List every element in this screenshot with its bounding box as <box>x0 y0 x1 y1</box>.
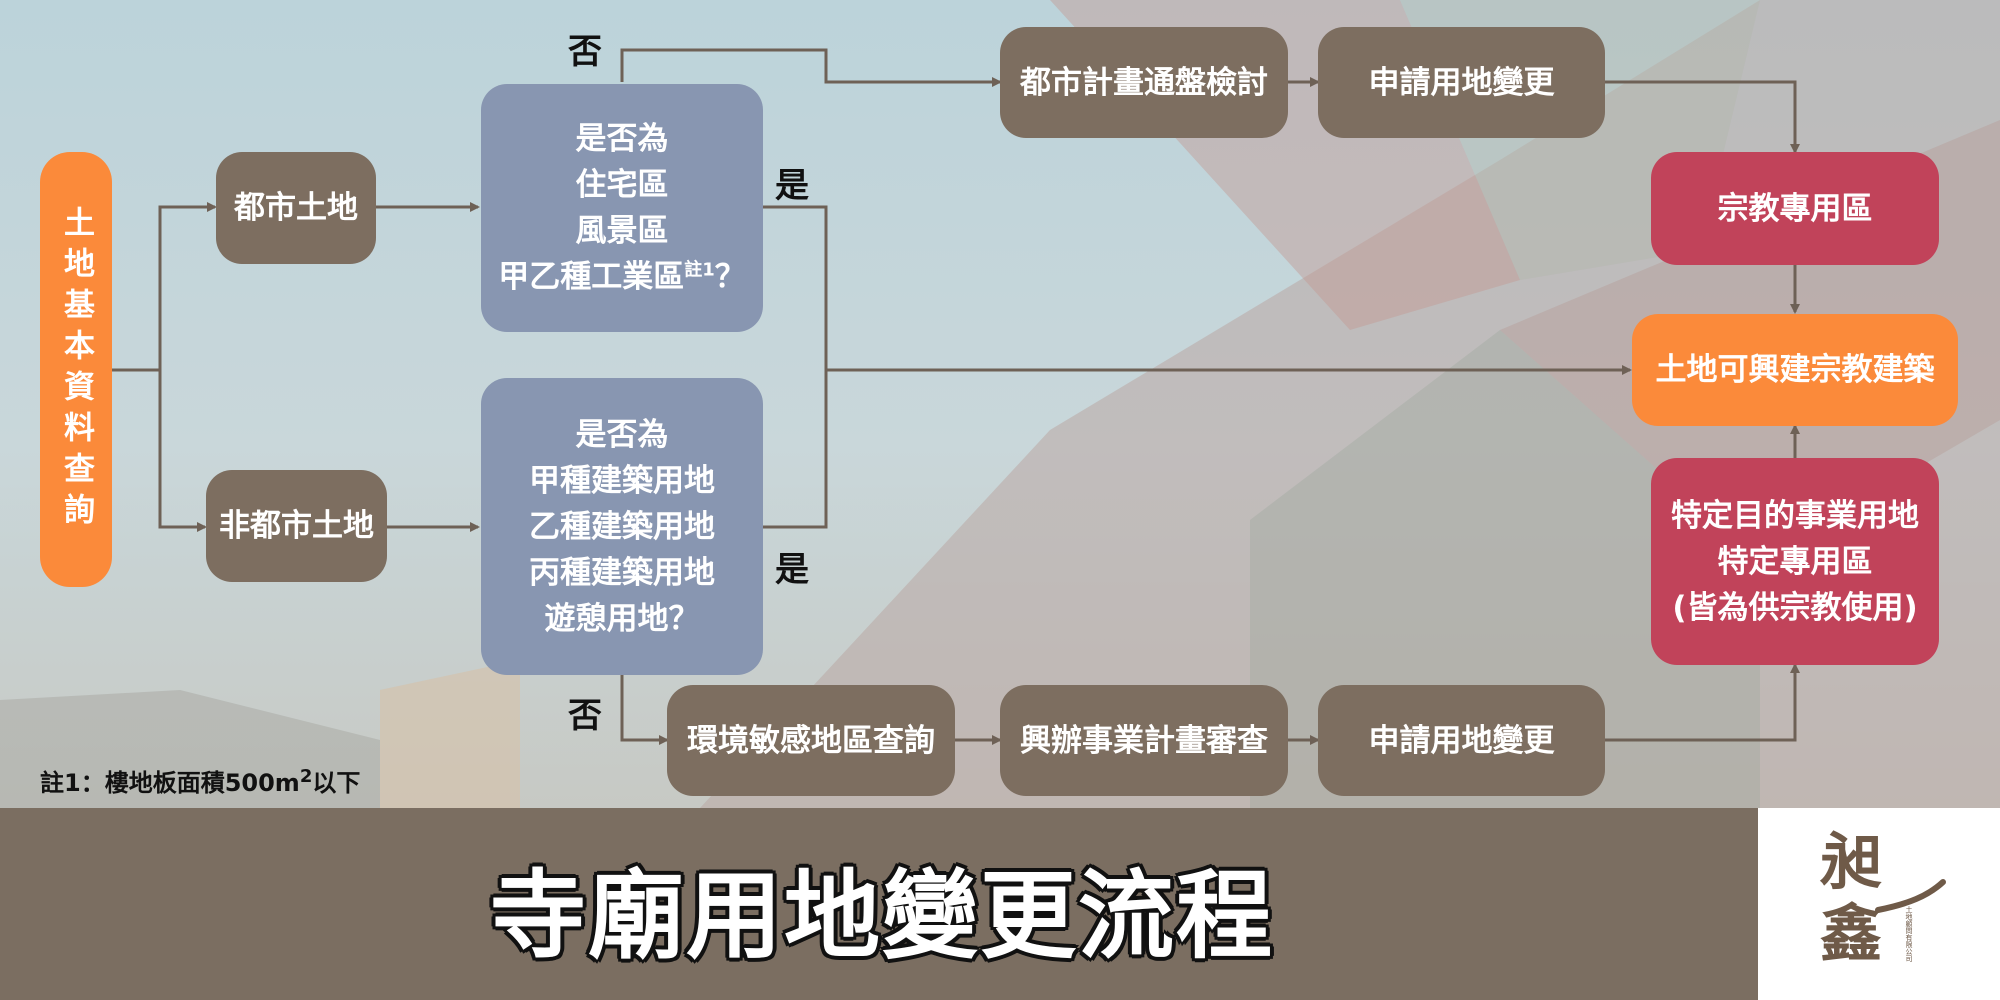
page-title: 寺廟用地變更流程 <box>490 860 1274 972</box>
footnote-text: 註1：樓地板面積500m <box>40 769 300 797</box>
node-land-query: 土地基本資料查詢 <box>40 152 112 587</box>
logo-chars: 昶鑫 <box>1819 825 1882 970</box>
arrow-apply-to-specific <box>1605 663 1800 742</box>
label-no-top: 否 <box>568 32 602 72</box>
node-business-plan-review: 興辦事業計畫審查 <box>1000 685 1288 796</box>
footnote: 註1：樓地板面積500m2以下 <box>40 763 360 798</box>
arrow-to-urban <box>158 202 217 370</box>
label-yes-top: 是 <box>775 166 809 206</box>
footnote-superscript: 2 <box>299 766 313 787</box>
footnote-suffix: 以下 <box>312 769 361 797</box>
node-env-sensitive-query: 環境敏感地區查詢 <box>667 685 955 796</box>
node-urban-plan-review: 都市計畫通盤檢討 <box>1000 27 1288 138</box>
question-mark: ？ <box>714 259 746 295</box>
node-urban-land: 都市土地 <box>216 152 376 264</box>
arrow-apply-to-religious <box>1605 80 1800 154</box>
node-non-urban-land: 非都市土地 <box>206 470 387 582</box>
flow-connectors <box>112 48 1800 745</box>
urban-question-zone: 甲乙種工業區 <box>498 259 685 295</box>
urban-question-line3: 風景區 <box>575 213 669 249</box>
urban-question-line1: 是否為 <box>575 121 669 157</box>
node-urban-question: 是否為 住宅區 風景區 甲乙種工業區註1？ <box>481 84 763 332</box>
arrow-no-top <box>620 48 1002 87</box>
label-yes-bottom: 是 <box>775 550 809 590</box>
node-non-urban-question: 是否為 甲種建築用地 乙種建築用地 丙種建築用地 遊憩用地？ <box>481 378 763 675</box>
urban-question-line2: 住宅區 <box>575 167 669 203</box>
node-religious-zone: 宗教專用區 <box>1651 152 1939 265</box>
arrow-no-bottom <box>620 675 669 745</box>
label-no-bottom: 否 <box>568 696 602 736</box>
arrow-to-non-urban <box>158 370 207 532</box>
logo-subtitle: 土地顧問有限公司 <box>1905 906 1913 962</box>
logo-brush-stroke <box>1875 879 1946 913</box>
node-can-build: 土地可興建宗教建築 <box>1632 314 1958 426</box>
node-apply-change-top: 申請用地變更 <box>1318 27 1605 138</box>
note-mark: 註1 <box>684 259 715 281</box>
company-logo: 昶鑫 土地顧問有限公司 <box>1758 808 2000 1000</box>
node-specific-use: 特定目的事業用地 特定專用區 (皆為供宗教使用) <box>1651 458 1939 665</box>
urban-question-line4: 甲乙種工業區註1？ <box>498 254 746 300</box>
footer-banner <box>0 808 1758 1000</box>
node-apply-change-bottom: 申請用地變更 <box>1318 685 1605 796</box>
line-yes-bottom <box>763 370 828 529</box>
line-yes-top <box>763 205 828 370</box>
